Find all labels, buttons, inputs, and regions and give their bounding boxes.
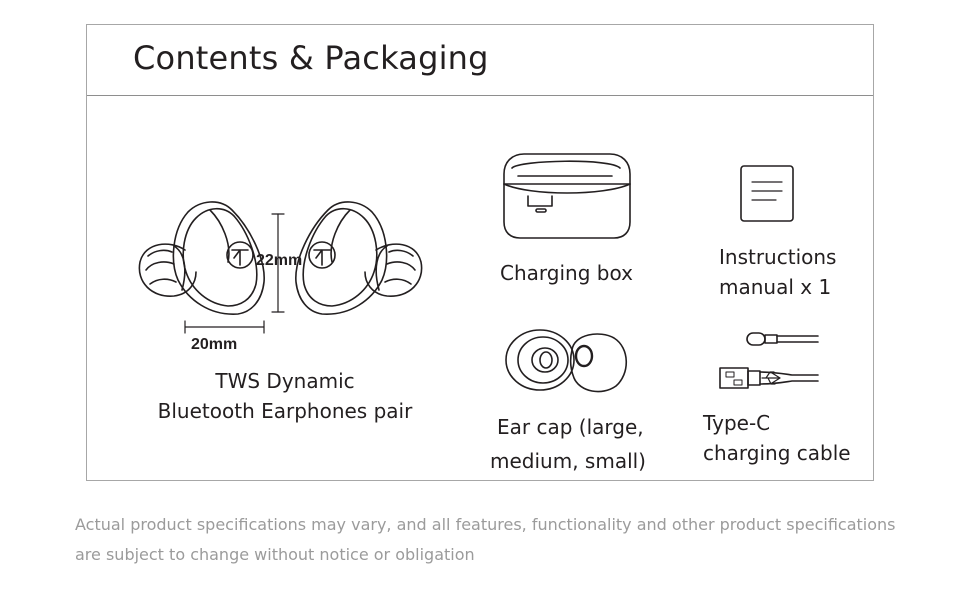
cable-label: Type-C charging cable xyxy=(703,411,851,465)
manual-icon xyxy=(740,165,794,222)
page-title: Contents & Packaging xyxy=(133,39,489,77)
contents-panel: Contents & Packaging xyxy=(86,24,874,481)
charging-box-label: Charging box xyxy=(500,261,633,285)
manual-label: Instructions manual x 1 xyxy=(719,245,837,299)
charging-box-icon xyxy=(503,153,631,239)
ear-cap-label: Ear cap (large, medium, small) xyxy=(490,415,646,473)
earphones-icon xyxy=(138,201,423,334)
ear-cap-icon xyxy=(505,329,628,393)
header-divider xyxy=(87,95,873,96)
disclaimer: Actual product specifications may vary, … xyxy=(75,515,896,564)
width-dimension-label: 20mm xyxy=(191,336,238,353)
usb-c-cable-icon xyxy=(719,332,819,389)
earphones-label: TWS Dynamic Bluetooth Earphones pair xyxy=(157,369,413,423)
height-dimension-label: 22mm xyxy=(256,252,303,269)
